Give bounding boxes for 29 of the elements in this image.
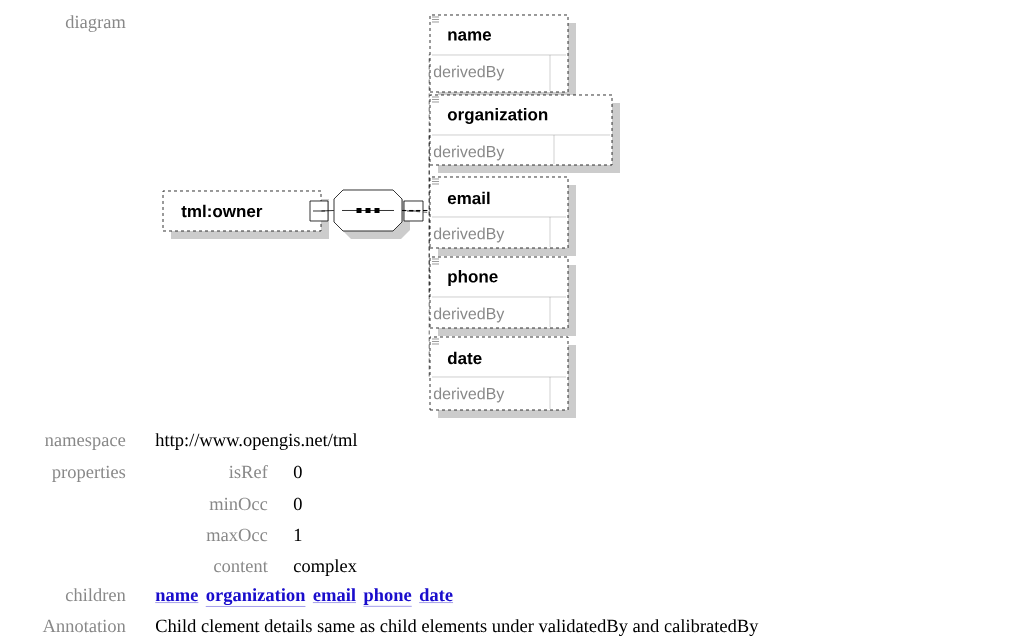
- field-label: properties: [52, 465, 126, 482]
- child-link: date: [418, 588, 454, 603]
- property-name: content: [214, 561, 268, 573]
- child-link: name: [155, 592, 199, 603]
- child-link: phone: [363, 588, 412, 607]
- field-value: http://www.opengis.net/tml: [155, 433, 358, 450]
- element-box: organization derivedBy: [429, 94, 620, 173]
- field-label: namespace: [45, 437, 126, 450]
- field-label: Annotation: [42, 619, 126, 633]
- property-name: minOcc: [209, 497, 268, 511]
- property-value: 1: [294, 528, 302, 541]
- element-box: date derivedBy: [429, 336, 576, 418]
- element-box: email derivedBy: [429, 176, 576, 256]
- property-name: maxOcc: [206, 528, 268, 542]
- sequence-symbol: [333, 189, 424, 239]
- element-box: tml:owner: [162, 190, 329, 239]
- property-value: 0: [293, 465, 302, 479]
- element-box: name derivedBy: [429, 14, 576, 100]
- child-link: organization: [205, 588, 306, 607]
- connector-line: [321, 210, 335, 212]
- element-box: phone derivedBy: [429, 256, 576, 336]
- field-value: Child clement details same as child elements under validatedBy and calibratedBy: [155, 619, 759, 636]
- field-label: children: [65, 588, 126, 602]
- connector-line: [401, 210, 430, 377]
- property-value: complex: [293, 559, 357, 576]
- property-name: isRef: [229, 464, 268, 479]
- child-link: email: [312, 588, 357, 603]
- property-value: 0: [293, 497, 302, 511]
- field-label: diagram: [65, 15, 126, 32]
